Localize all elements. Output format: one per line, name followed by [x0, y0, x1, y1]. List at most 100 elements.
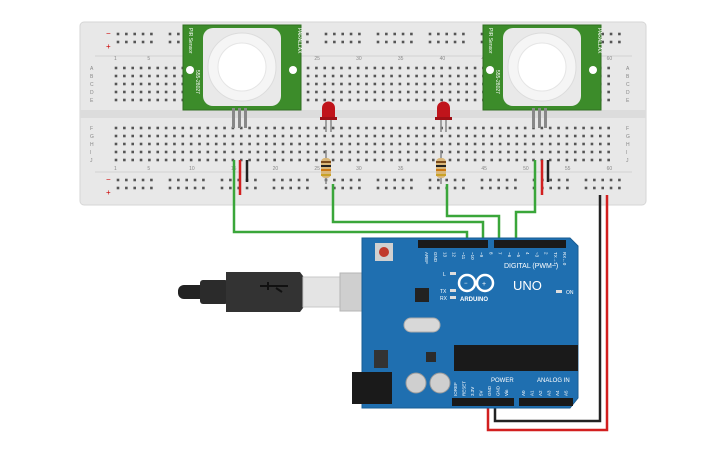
breadboard-hole — [340, 98, 343, 102]
power-jack[interactable] — [352, 372, 392, 404]
digital-pin-label: RX←0 — [562, 252, 567, 266]
breadboard-hole — [437, 32, 440, 36]
power-pin-label: RESET — [462, 381, 467, 396]
breadboard-jumpers[interactable] — [238, 160, 550, 195]
breadboard-hole — [173, 98, 176, 102]
breadboard-hole — [437, 178, 440, 182]
breadboard-hole — [306, 40, 309, 44]
breadboard-hole — [123, 126, 126, 130]
breadboard-hole — [181, 126, 185, 130]
breadboard-hole — [540, 142, 544, 146]
rail-plus-label: + — [106, 42, 111, 51]
breadboard-hole — [465, 74, 468, 78]
breadboard-hole — [423, 150, 427, 154]
column-number: 30 — [356, 166, 362, 172]
pir-sensor-brand: PARALLAX — [596, 28, 602, 54]
breadboard-hole — [432, 142, 435, 146]
breadboard-hole — [116, 186, 120, 190]
breadboard-hole — [256, 158, 260, 162]
breadboard-hole — [348, 150, 352, 154]
breadboard-hole — [557, 178, 561, 182]
pir-sensor-left[interactable]: PIR Sensor 555-28027 PARALLAX — [182, 24, 302, 128]
breadboard-hole — [497, 178, 500, 182]
breadboard-hole — [331, 74, 335, 78]
breadboard-hole — [548, 142, 552, 146]
breadboard-hole — [437, 186, 440, 190]
breadboard-hole — [298, 134, 301, 138]
breadboard-hole — [131, 126, 134, 130]
usb-cable[interactable] — [178, 272, 379, 312]
breadboard-hole — [457, 134, 460, 138]
rail-minus-label-bottom: − — [106, 175, 111, 184]
power-pin-label: 5V — [479, 390, 484, 396]
breadboard-hole — [340, 142, 343, 146]
breadboard-hole — [248, 142, 251, 146]
breadboard-hole — [480, 178, 484, 182]
breadboard-hole — [214, 126, 218, 130]
breadboard-hole — [340, 66, 343, 70]
breadboard-hole — [168, 178, 172, 182]
breadboard-hole — [445, 32, 448, 36]
breadboard-hole — [133, 186, 136, 190]
breadboard-hole — [198, 158, 201, 162]
pir-sensor-right[interactable]: PIR Sensor 555-28027 PARALLAX — [482, 24, 602, 128]
breadboard-hole — [440, 142, 443, 146]
breadboard-hole — [373, 134, 377, 138]
breadboard-hole — [114, 74, 118, 78]
breadboard-hole — [448, 150, 452, 154]
breadboard-hole — [432, 126, 435, 130]
reset-button[interactable] — [375, 243, 393, 261]
breadboard-hole — [173, 134, 176, 138]
breadboard-hole — [573, 126, 577, 130]
breadboard-hole — [599, 158, 602, 162]
digital-pin-label: 4 — [525, 252, 530, 255]
breadboard-hole — [340, 158, 343, 162]
breadboard-hole — [390, 74, 393, 78]
led-right[interactable] — [435, 101, 452, 133]
digital-pin-label: 13 — [442, 252, 447, 258]
breadboard-hole — [373, 66, 377, 70]
breadboard-hole — [239, 126, 243, 130]
breadboard-hole — [390, 82, 393, 86]
resistor-right[interactable] — [436, 150, 446, 184]
breadboard-hole — [365, 126, 368, 130]
led-left[interactable] — [320, 101, 337, 133]
digital-pin-label: 2 — [544, 252, 549, 255]
digital-pin-label: ~11 — [461, 252, 466, 260]
breadboard-hole — [341, 40, 344, 44]
pir-sensor-part: 555-28027 — [194, 70, 200, 94]
digital-header-label: DIGITAL (PWM~) — [504, 263, 558, 270]
breadboard-hole — [349, 32, 353, 36]
breadboard-hole — [237, 186, 240, 190]
breadboard-hole — [565, 126, 569, 130]
breadboard-hole — [565, 142, 569, 146]
breadboard-hole — [281, 178, 284, 182]
breadboard-hole — [116, 40, 120, 44]
breadboard-hole — [381, 142, 385, 146]
digital-pin-label: 12 — [452, 252, 457, 258]
breadboard-hole — [348, 66, 352, 70]
column-number: 35 — [398, 166, 404, 172]
breadboard-hole — [609, 40, 613, 44]
breadboard-hole — [618, 186, 621, 190]
breadboard-hole — [489, 178, 492, 182]
breadboard-hole — [125, 178, 128, 182]
breadboard-hole — [365, 90, 368, 94]
breadboard-hole — [532, 150, 535, 154]
row-letter: B — [626, 74, 630, 80]
breadboard-hole — [462, 178, 465, 182]
breadboard-hole — [582, 158, 585, 162]
breadboard-hole — [406, 158, 410, 162]
analog-pin-label: A1 — [530, 390, 535, 396]
breadboard-hole — [381, 158, 385, 162]
breadboard-hole — [290, 126, 293, 130]
breadboard-hole — [229, 178, 232, 182]
column-number: 20 — [273, 166, 279, 172]
power-pin-label: Vin — [504, 389, 509, 396]
breadboard-hole — [548, 126, 552, 130]
breadboard-hole — [223, 150, 226, 154]
breadboard-hole — [273, 150, 276, 154]
resistor-left[interactable] — [321, 150, 331, 184]
